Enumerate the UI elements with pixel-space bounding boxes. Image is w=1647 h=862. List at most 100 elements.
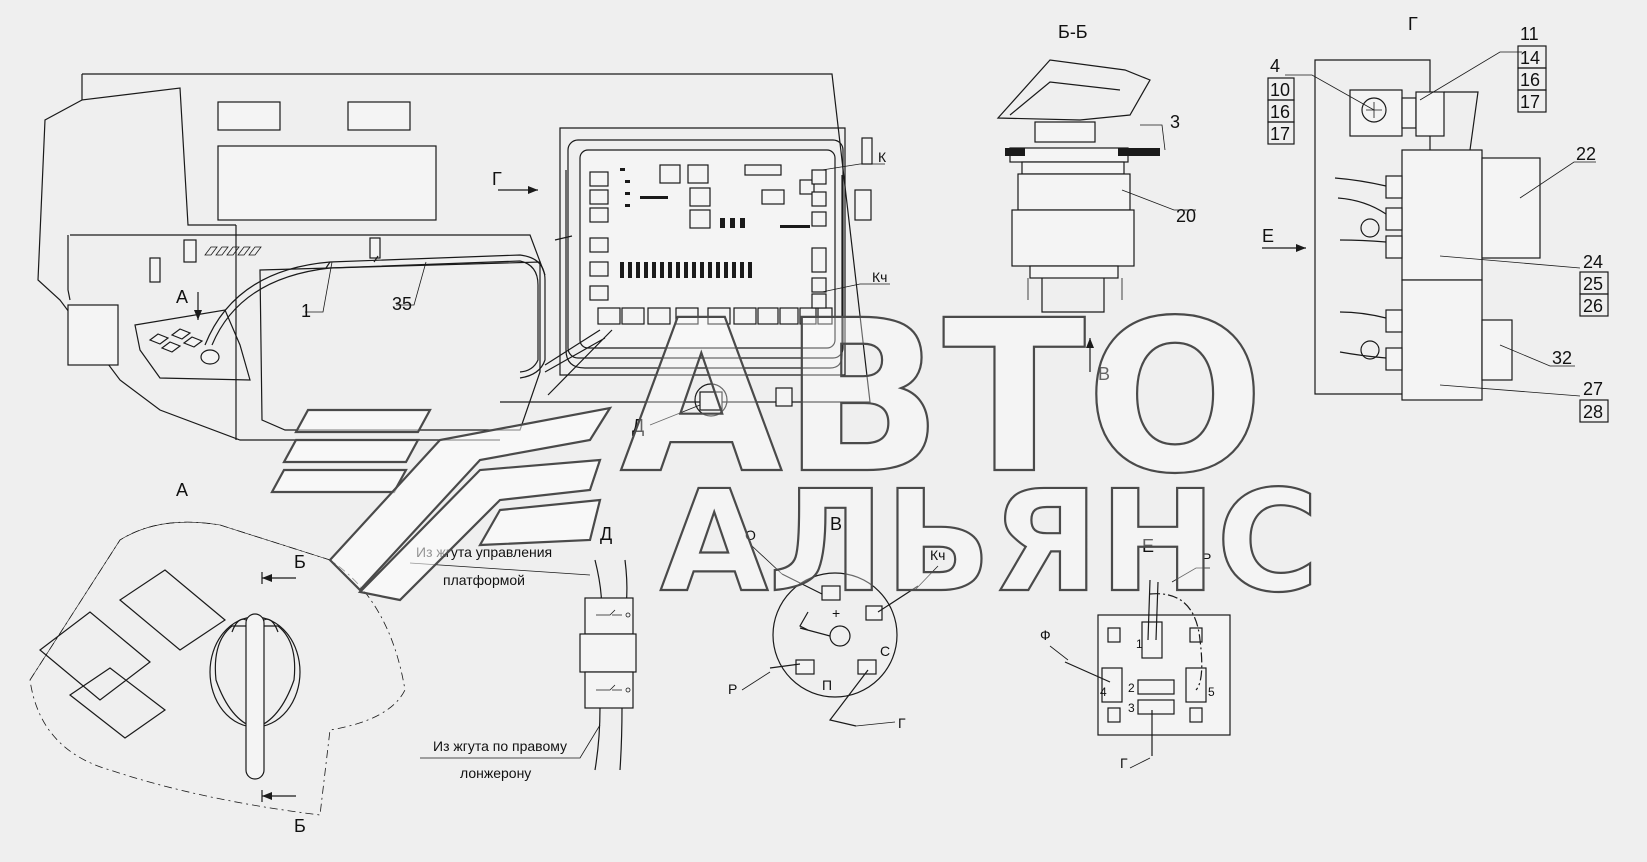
ground-switch: [200, 349, 220, 365]
watermark-logo: [270, 406, 613, 602]
callout-11: 11: [1520, 24, 1539, 44]
fuse-row: [620, 168, 810, 278]
view-title-e: Е: [1142, 536, 1154, 556]
callout-17-right: 17: [1520, 92, 1540, 112]
callout-35: 35: [392, 294, 412, 314]
pin-label-4: 4: [1100, 685, 1107, 699]
callout-4: 4: [1270, 56, 1280, 76]
terminal-o: [821, 585, 841, 601]
watermark-line1: АВТО: [620, 275, 1264, 520]
fuse-box-harness: [565, 170, 843, 369]
label-k: К: [878, 149, 887, 165]
marker-b-top: Б: [294, 552, 306, 572]
pin-5: [1185, 667, 1207, 703]
view-title-g: Г: [1408, 14, 1418, 34]
callout-25: 25: [1583, 274, 1603, 294]
callout-1: 1: [301, 301, 311, 321]
view-g: Г 4 10 16 17 11 14 16 1: [1262, 14, 1609, 423]
marker-d: Д: [632, 416, 644, 436]
terminal-c: [857, 659, 877, 675]
label-p: Р: [728, 681, 737, 697]
switch-contacts-face: [772, 572, 898, 698]
callout-24: 24: [1583, 252, 1603, 272]
bottom-connectors: [597, 307, 833, 325]
pin-label-3: 3: [1128, 701, 1135, 715]
relay-blocks: [589, 164, 815, 301]
view-title-a: А: [176, 480, 188, 500]
view-a: А Б Б: [29, 480, 406, 836]
view-a-outline: [29, 521, 406, 816]
terminal-kch: [865, 605, 883, 621]
label-kch: Кч: [872, 269, 887, 285]
view-e: Е Р Ф Г 1 2 3 4 5: [1040, 536, 1231, 771]
view-v: В О Кч + С Р П Г: [728, 514, 945, 731]
note-bottom-line1: Из жгута по правому: [433, 738, 567, 754]
main-view: 1 35 К Кч Г А Д: [37, 73, 890, 441]
label-o: О: [745, 527, 756, 543]
knob-handle: [996, 59, 1151, 121]
view-title-bb: Б-Б: [1058, 22, 1088, 42]
view-d: Д Из жгута управления платформой Из жгут…: [409, 524, 637, 781]
marker-a: А: [176, 287, 188, 307]
relay-24: [1401, 149, 1483, 281]
dash-display: [217, 145, 437, 221]
label-pi: П: [822, 677, 832, 693]
view-title-v: В: [830, 514, 842, 534]
marker-e: Е: [1262, 226, 1274, 246]
callout-16-left: 16: [1270, 102, 1290, 122]
pin-label-2: 2: [1128, 681, 1135, 695]
pin-4: [1101, 667, 1123, 703]
connector-top: [584, 597, 634, 635]
harness-bottom: [594, 707, 623, 771]
connector-d: [699, 391, 723, 411]
callout-10: 10: [1270, 80, 1290, 100]
switch-buttons: [148, 328, 204, 353]
right-terminals: [811, 169, 827, 309]
marker-g: Г: [492, 169, 502, 189]
switch-body-20: [1017, 173, 1131, 211]
callout-16-right: 16: [1520, 70, 1540, 90]
view-title-d: Д: [600, 524, 612, 544]
vent-grille: [204, 246, 262, 256]
callout-26: 26: [1583, 296, 1603, 316]
harness-35: [204, 254, 546, 379]
pin-3: [1137, 699, 1175, 715]
label-g-e: Г: [1120, 755, 1128, 771]
knob-collar: [1034, 121, 1096, 143]
callout-27: 27: [1583, 379, 1603, 399]
pin-label-1: 1: [1136, 637, 1143, 651]
relay-22: [1481, 157, 1541, 259]
label-r-e: Р: [1202, 550, 1211, 566]
fuse-box-outline: [559, 127, 846, 376]
callout-3: 3: [1170, 112, 1180, 132]
label-s: С: [880, 643, 890, 659]
label-f: Ф: [1040, 627, 1051, 643]
callout-32: 32: [1552, 348, 1572, 368]
pin-label-5: 5: [1208, 685, 1215, 699]
callout-20: 20: [1176, 206, 1196, 226]
callout-17-left: 17: [1270, 124, 1290, 144]
dash-buttons: [39, 569, 227, 701]
note-bottom-line2: лонжерону: [460, 765, 531, 781]
label-kch-v: Кч: [930, 547, 945, 563]
watermark-line2: АЛЬЯНС: [660, 461, 1319, 624]
harness-clip: [369, 237, 381, 259]
relay-4: [1349, 89, 1403, 137]
terminal-p: [795, 659, 815, 675]
label-plus: +: [832, 605, 840, 621]
pin-2: [1137, 679, 1175, 695]
switch-panel: [134, 309, 251, 381]
watermark: АВТО АЛЬЯНС: [270, 274, 1320, 625]
dash-panel-2: [347, 101, 411, 131]
callout-28: 28: [1583, 402, 1603, 422]
dash-panel-1: [217, 101, 281, 131]
pin-1: [1141, 621, 1163, 659]
callout-14: 14: [1520, 48, 1540, 68]
relay-27: [1401, 279, 1483, 401]
knob-handle-top: [245, 613, 265, 780]
marker-b-bottom: Б: [294, 816, 306, 836]
section-bb: Б-Б 3 20 В: [996, 22, 1196, 384]
cab-opening: [259, 261, 541, 431]
